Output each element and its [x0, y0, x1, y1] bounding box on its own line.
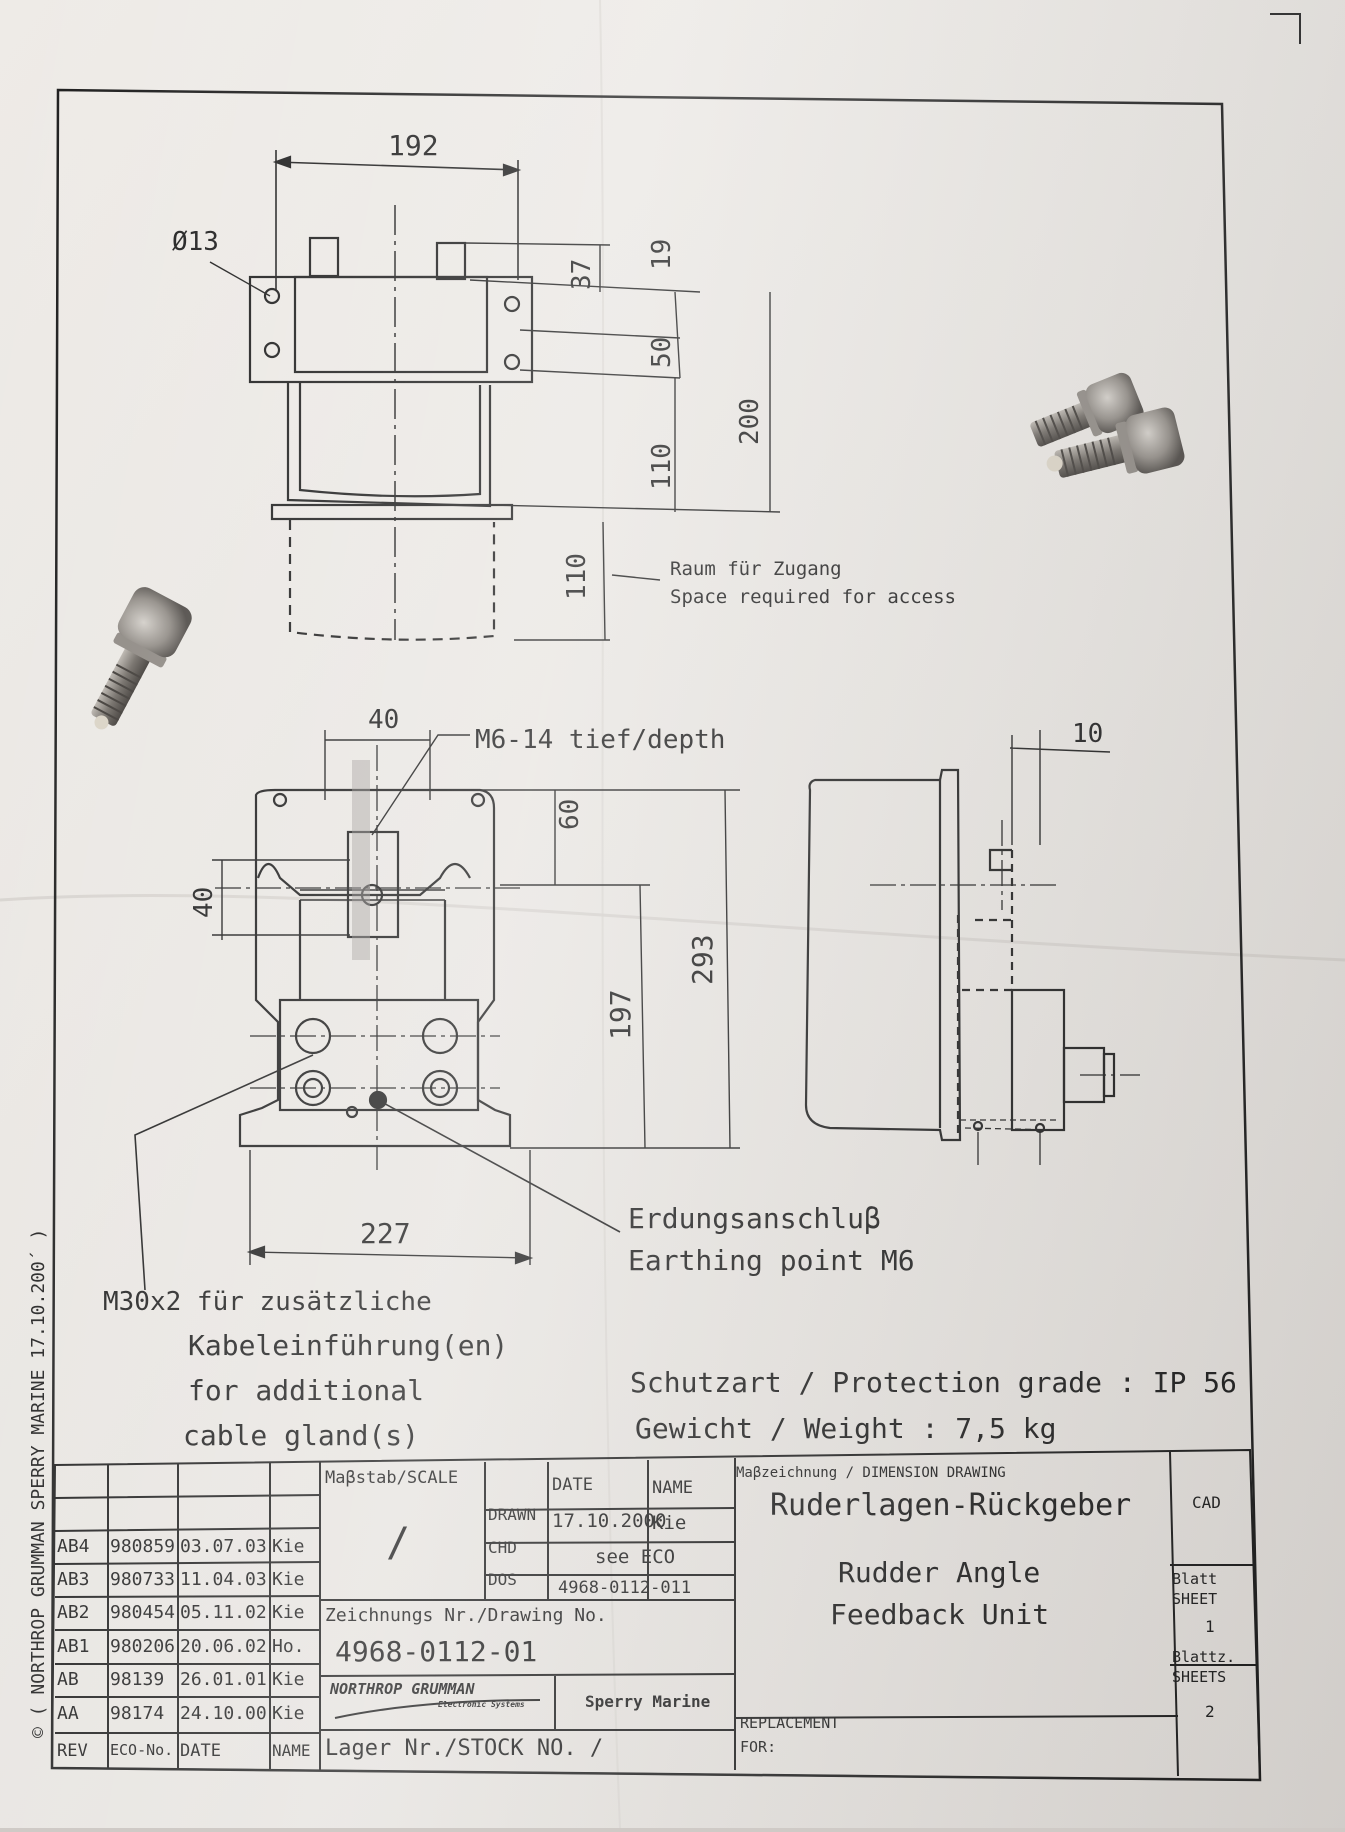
revision-date: 03.07.03 — [180, 1536, 267, 1557]
revision-date: 26.01.01 — [180, 1669, 267, 1690]
sheets-label-en: SHEETS — [1172, 1668, 1227, 1686]
dim-37: 37 — [567, 259, 597, 290]
chd-value: see ECO — [595, 1546, 676, 1568]
revision-name: Kie — [272, 1602, 305, 1623]
dim-227: 227 — [360, 1217, 411, 1250]
dim-110-a: 110 — [647, 443, 677, 490]
replacement-for: FOR: — [740, 1738, 777, 1756]
revision-eco: 980454 — [110, 1602, 176, 1623]
drawn-name: Kie — [652, 1512, 687, 1534]
name-header-rev: NAME — [272, 1741, 311, 1760]
bolts-group — [91, 372, 1185, 730]
brand-name: Sperry Marine — [585, 1692, 711, 1711]
revision-rev: AB — [57, 1669, 79, 1690]
front-view-body — [238, 788, 512, 1148]
rev-header: REV — [57, 1741, 88, 1761]
revision-rev: AB3 — [57, 1569, 90, 1590]
dim-60: 60 — [555, 799, 585, 830]
fold-crease — [0, 893, 1345, 962]
dim-40-side: 40 — [189, 887, 219, 918]
revision-name: Ho. — [272, 1636, 305, 1657]
revision-eco: 98139 — [110, 1669, 165, 1690]
dim-192: 192 — [388, 129, 439, 162]
revision-date: 20.06.02 — [180, 1636, 267, 1657]
revision-eco: 980859 — [110, 1536, 176, 1557]
bolt-right-2 — [1046, 407, 1185, 478]
bolt-left — [91, 587, 192, 730]
scale-value: / — [386, 1520, 411, 1566]
access-label-en: Space required for access — [670, 586, 956, 608]
replacement-label: REPLACEMENT — [740, 1714, 840, 1732]
dim-bolt-hole: Ø13 — [172, 227, 219, 257]
stock-label: Lager Nr./STOCK NO. / — [325, 1736, 604, 1761]
sheet-value: 1 — [1205, 1617, 1215, 1636]
sheet-label-de: Blatt — [1172, 1570, 1218, 1588]
thread-callout: M6-14 tief/depth — [475, 725, 725, 755]
drawn-date: 17.10.2000 — [552, 1510, 667, 1532]
company-sub: Electronic Systems — [438, 1700, 525, 1709]
side-view-body — [804, 768, 962, 1142]
gland-note-3: for additional — [188, 1374, 424, 1407]
revision-eco: 980206 — [110, 1636, 176, 1657]
dim-10: 10 — [1072, 719, 1103, 749]
dim-19: 19 — [647, 239, 677, 270]
revision-date: 11.04.03 — [180, 1569, 267, 1590]
revision-name: Kie — [272, 1536, 305, 1557]
smudge — [352, 760, 370, 960]
dos-label: DOS — [488, 1570, 517, 1589]
eco-header: ECO-No. — [110, 1741, 174, 1759]
cad-label: CAD — [1192, 1493, 1221, 1512]
company-name: NORTHROP GRUMMAN — [330, 1680, 475, 1698]
date-header: DATE — [552, 1475, 593, 1495]
dim-197: 197 — [604, 989, 637, 1040]
revision-rev: AA — [57, 1703, 79, 1724]
title-de: Ruderlagen-Rückgeber — [770, 1488, 1132, 1523]
dim-200: 200 — [735, 398, 765, 445]
revision-rev: AB2 — [57, 1602, 90, 1623]
weight: Gewicht / Weight : 7,5 kg — [635, 1412, 1056, 1445]
dim-40-top: 40 — [368, 705, 399, 735]
title-en-2: Feedback Unit — [830, 1598, 1050, 1631]
name-header: NAME — [652, 1478, 693, 1498]
revision-name: Kie — [272, 1569, 305, 1590]
protection-grade: Schutzart / Protection grade : IP 56 — [630, 1366, 1237, 1399]
gland-note-2: Kabeleinführung(en) — [188, 1329, 508, 1362]
drawing-type: Maβzeichnung / DIMENSION DRAWING — [736, 1465, 1006, 1481]
revision-date: 24.10.00 — [180, 1703, 267, 1724]
sheet-label-en: SHEET — [1172, 1590, 1218, 1608]
revision-rev: AB1 — [57, 1636, 90, 1657]
title-block-grid — [50, 1448, 1262, 1782]
northrop-grumman-logo — [334, 1699, 541, 1719]
revision-rev: AB4 — [57, 1536, 90, 1557]
dim-50: 50 — [647, 337, 677, 368]
drawing-no: 4968-0112-01 — [335, 1635, 538, 1668]
dim-110-b: 110 — [562, 553, 592, 600]
earthing-label-en: Earthing point M6 — [628, 1244, 915, 1277]
sheets-value: 2 — [1205, 1702, 1215, 1721]
scale-label: Maβstab/SCALE — [325, 1468, 459, 1488]
corner-mark — [1270, 13, 1301, 44]
revision-eco: 980733 — [110, 1569, 176, 1590]
copyright-vertical: © ( NORTHROP GRUMMAN SPERRY MARINE 17.10… — [28, 1229, 49, 1738]
drawing-no-label: Zeichnungs Nr./Drawing No. — [325, 1605, 607, 1626]
fold-crease — [599, 0, 621, 1829]
earthing-label-de: Erdungsanschluβ — [628, 1202, 881, 1235]
revision-eco: 98174 — [110, 1703, 165, 1724]
drawn-label: DRAWN — [488, 1505, 537, 1524]
date-header-rev: DATE — [180, 1741, 221, 1761]
gland-note-1: M30x2 für zusätzliche — [103, 1287, 432, 1317]
dim-293: 293 — [686, 934, 719, 985]
sheets-label-de: Blattz. — [1172, 1648, 1236, 1666]
gland-note-4: cable gland(s) — [183, 1419, 419, 1452]
dos-value: 4968-0112-011 — [558, 1578, 692, 1598]
revision-name: Kie — [272, 1669, 305, 1690]
revision-date: 05.11.02 — [180, 1602, 267, 1623]
revision-name: Kie — [272, 1703, 305, 1724]
title-en-1: Rudder Angle — [838, 1556, 1041, 1589]
access-label-de: Raum für Zugang — [670, 558, 842, 580]
chd-label: CHD — [488, 1538, 517, 1557]
